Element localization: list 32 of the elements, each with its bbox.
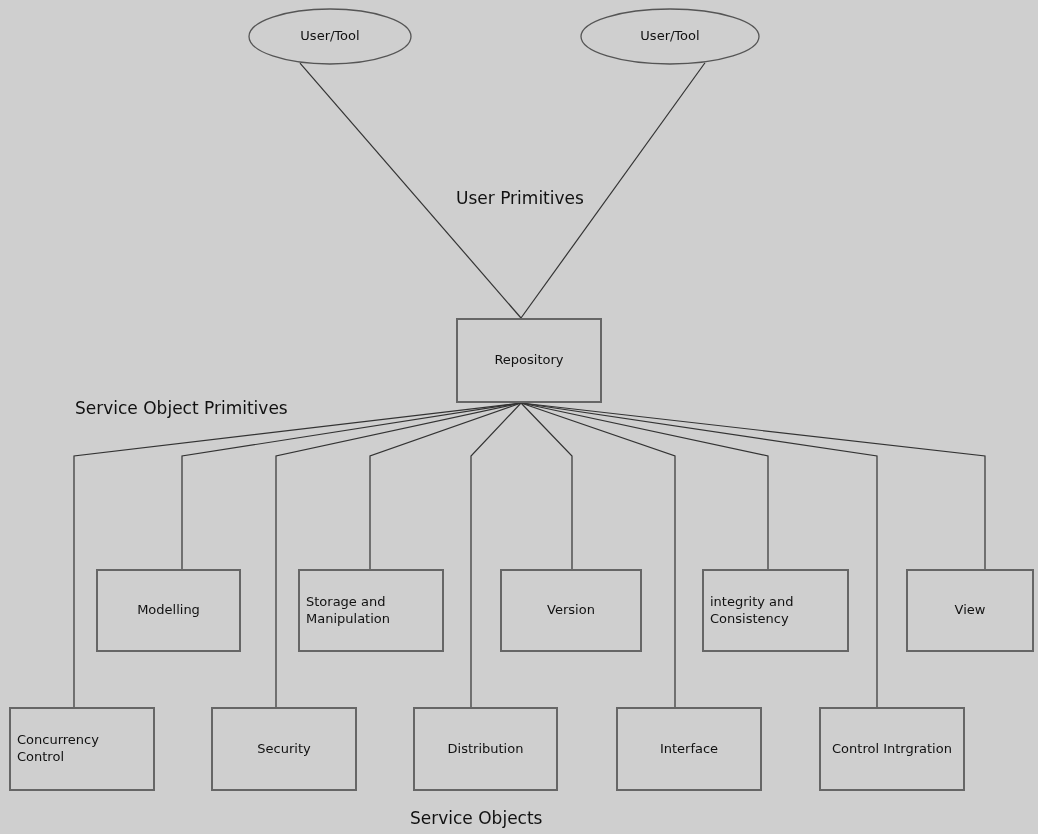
node-label: Distribution [446, 740, 525, 758]
process-box [96, 569, 241, 652]
node-label: Repository [493, 352, 565, 369]
node-label: integrity and Consistency [709, 593, 795, 628]
node-label: Modelling [136, 602, 201, 619]
connector-line [520, 62, 706, 319]
annotation-text: Service Objects [410, 808, 543, 828]
node-label: Concurrency Control [16, 732, 100, 766]
process-box [456, 318, 602, 403]
connector-line [520, 402, 676, 708]
process-box [9, 707, 155, 791]
node-label: User/Tool [639, 28, 701, 45]
node-label: User/Tool [299, 28, 361, 45]
annotation-text: Service Object Primitives [75, 398, 288, 418]
process-box [413, 707, 558, 791]
process-box [616, 707, 762, 791]
connector-line [520, 402, 573, 570]
node-label: Control Intrgration [831, 740, 953, 758]
process-box [702, 569, 849, 652]
process-box [500, 569, 642, 652]
node-label: Storage and Manipulation [305, 593, 391, 628]
connector-line [299, 62, 522, 319]
node-label: View [953, 602, 987, 619]
connector-line [369, 402, 522, 570]
process-box [211, 707, 357, 791]
process-box [906, 569, 1034, 652]
connector-line [470, 402, 522, 708]
process-box [298, 569, 444, 652]
process-box [819, 707, 965, 791]
node-label: Interface [658, 740, 720, 758]
node-label: Security [256, 740, 312, 758]
node-label: Version [546, 602, 596, 619]
